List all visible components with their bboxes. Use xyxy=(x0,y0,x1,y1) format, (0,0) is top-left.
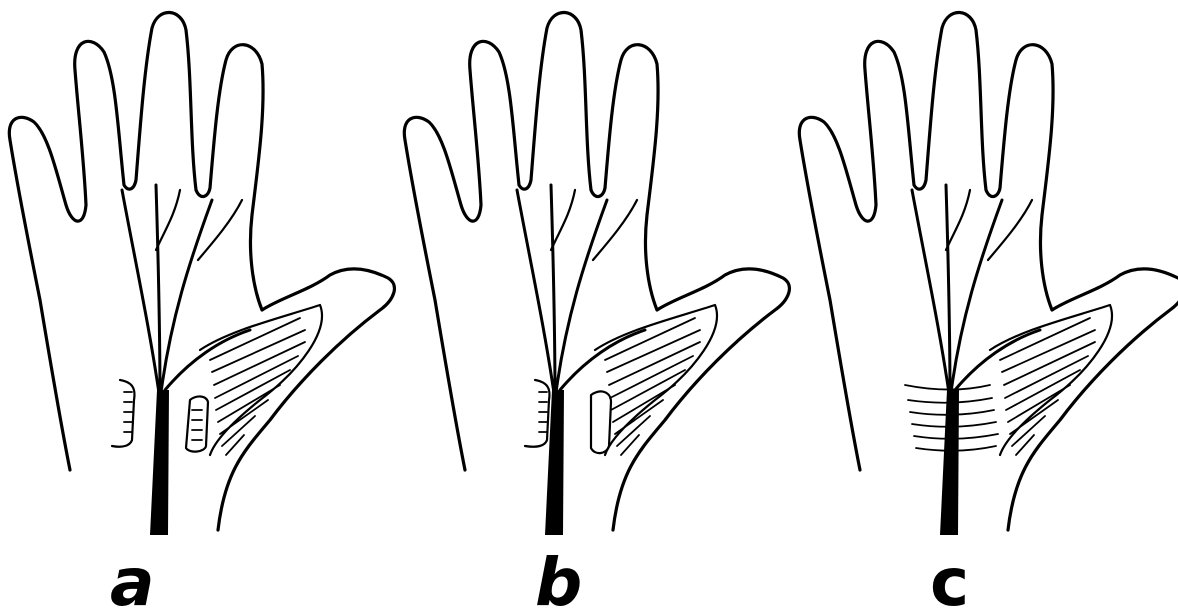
panel-c: c xyxy=(799,12,1178,612)
panel-a: a xyxy=(9,12,394,612)
panel-label-b: b xyxy=(535,544,582,612)
panel-b: b xyxy=(404,12,789,612)
left-retractor-icon xyxy=(525,380,549,447)
panel-label-a: a xyxy=(110,544,155,612)
right-retractor-icon xyxy=(591,391,611,453)
left-retractor-icon xyxy=(112,380,134,447)
right-retractor-icon xyxy=(186,396,208,451)
panel-label-c: c xyxy=(930,544,969,612)
